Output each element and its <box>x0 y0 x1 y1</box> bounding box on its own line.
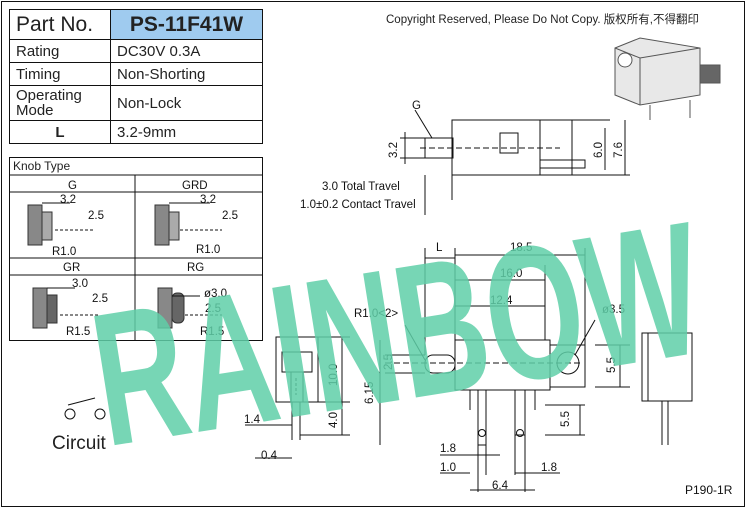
spec-value-timing: Non-Shorting <box>110 62 263 86</box>
knob-name-grd: GRD <box>182 180 208 192</box>
travel-total: 3.0 Total Travel <box>322 181 400 193</box>
knob-type-panel: Knob Type <box>9 157 263 341</box>
knob-name-gr: GR <box>63 262 81 274</box>
front-dim-16-0: 16.0 <box>500 268 523 280</box>
knob-rg-dim-1: ø3.0 <box>204 288 228 300</box>
spec-value-mode: Non-Lock <box>110 85 263 121</box>
front-dim-1-8-b: 1.8 <box>541 462 557 474</box>
top-dim-7-6: 7.6 <box>613 142 625 158</box>
front-dim-l: L <box>436 242 443 254</box>
knob-name-rg: RG <box>187 262 205 274</box>
knob-rg-drawing <box>157 287 222 329</box>
top-view-drawing <box>400 109 630 215</box>
top-dim-3-2: 3.2 <box>388 142 400 158</box>
spec-table: Part No. PS-11F41W Rating DC30V 0.3A Tim… <box>9 9 263 144</box>
top-dim-6-0: 6.0 <box>593 142 605 158</box>
side-dim-10-0: 10.0 <box>328 363 340 386</box>
top-label-g: G <box>412 100 421 112</box>
knob-title: Knob Type <box>13 159 71 173</box>
front-view-drawing <box>379 248 630 492</box>
front-dim-5-5-b: 5.5 <box>560 411 572 427</box>
side-dim-0-4: 0.4 <box>261 450 277 462</box>
front-dim-12-4: 12.4 <box>490 295 513 307</box>
knob-rg-dim-3: R1.5 <box>200 326 225 338</box>
knob-g-drawing <box>27 202 95 246</box>
knob-g-dim-1: 3.2 <box>60 194 76 206</box>
spec-key-rating: Rating <box>9 39 111 63</box>
front-dim-1-0: 1.0 <box>440 462 456 474</box>
front-dim-18-5: 18.5 <box>510 242 533 254</box>
side-dim-4-0: 4.0 <box>328 412 340 428</box>
knob-rg-dim-2: 2.5 <box>205 303 221 315</box>
front-dim-6-4: 6.4 <box>492 480 508 492</box>
spec-key-l: L <box>9 120 111 144</box>
front-dim-2-5: 2.5 <box>383 354 395 370</box>
circuit-drawing <box>64 397 106 420</box>
knob-name-g: G <box>68 180 77 192</box>
front-dim-r1-0: R1.0<2> <box>354 308 399 320</box>
side-dim-1-4: 1.4 <box>244 414 260 426</box>
knob-g-dim-3: R1.0 <box>52 246 77 258</box>
knob-grd-dim-3: R1.0 <box>196 244 221 256</box>
drawing-code: P190-1R <box>685 483 733 497</box>
product-sketch <box>614 37 721 120</box>
knob-grd-dim-2: 2.5 <box>222 210 238 222</box>
circuit-label: Circuit <box>52 433 106 454</box>
knob-grd-drawing <box>154 202 222 246</box>
front-dim-5-5-a: 5.5 <box>606 357 618 373</box>
side-view-drawing <box>245 336 350 459</box>
knob-gr-dim-2: 2.5 <box>92 293 108 305</box>
knob-gr-dim-3: R1.5 <box>66 326 91 338</box>
knob-grd-dim-1: 3.2 <box>200 194 216 206</box>
knob-gr-drawing <box>32 287 100 329</box>
knob-g-dim-2: 2.5 <box>88 210 104 222</box>
front-dim-6-15: 6.15 <box>364 381 376 404</box>
knob-gr-dim-1: 3.0 <box>72 278 88 290</box>
travel-contact: 1.0±0.2 Contact Travel <box>300 199 416 211</box>
front-dim-1-8-a: 1.8 <box>440 443 456 455</box>
right-side-view-drawing <box>641 332 693 445</box>
copyright-notice: Copyright Reserved, Please Do Not Copy. … <box>386 14 699 26</box>
front-dim-phi3-5: ø3.5 <box>602 304 626 316</box>
spec-value-l: 3.2-9mm <box>110 120 263 144</box>
